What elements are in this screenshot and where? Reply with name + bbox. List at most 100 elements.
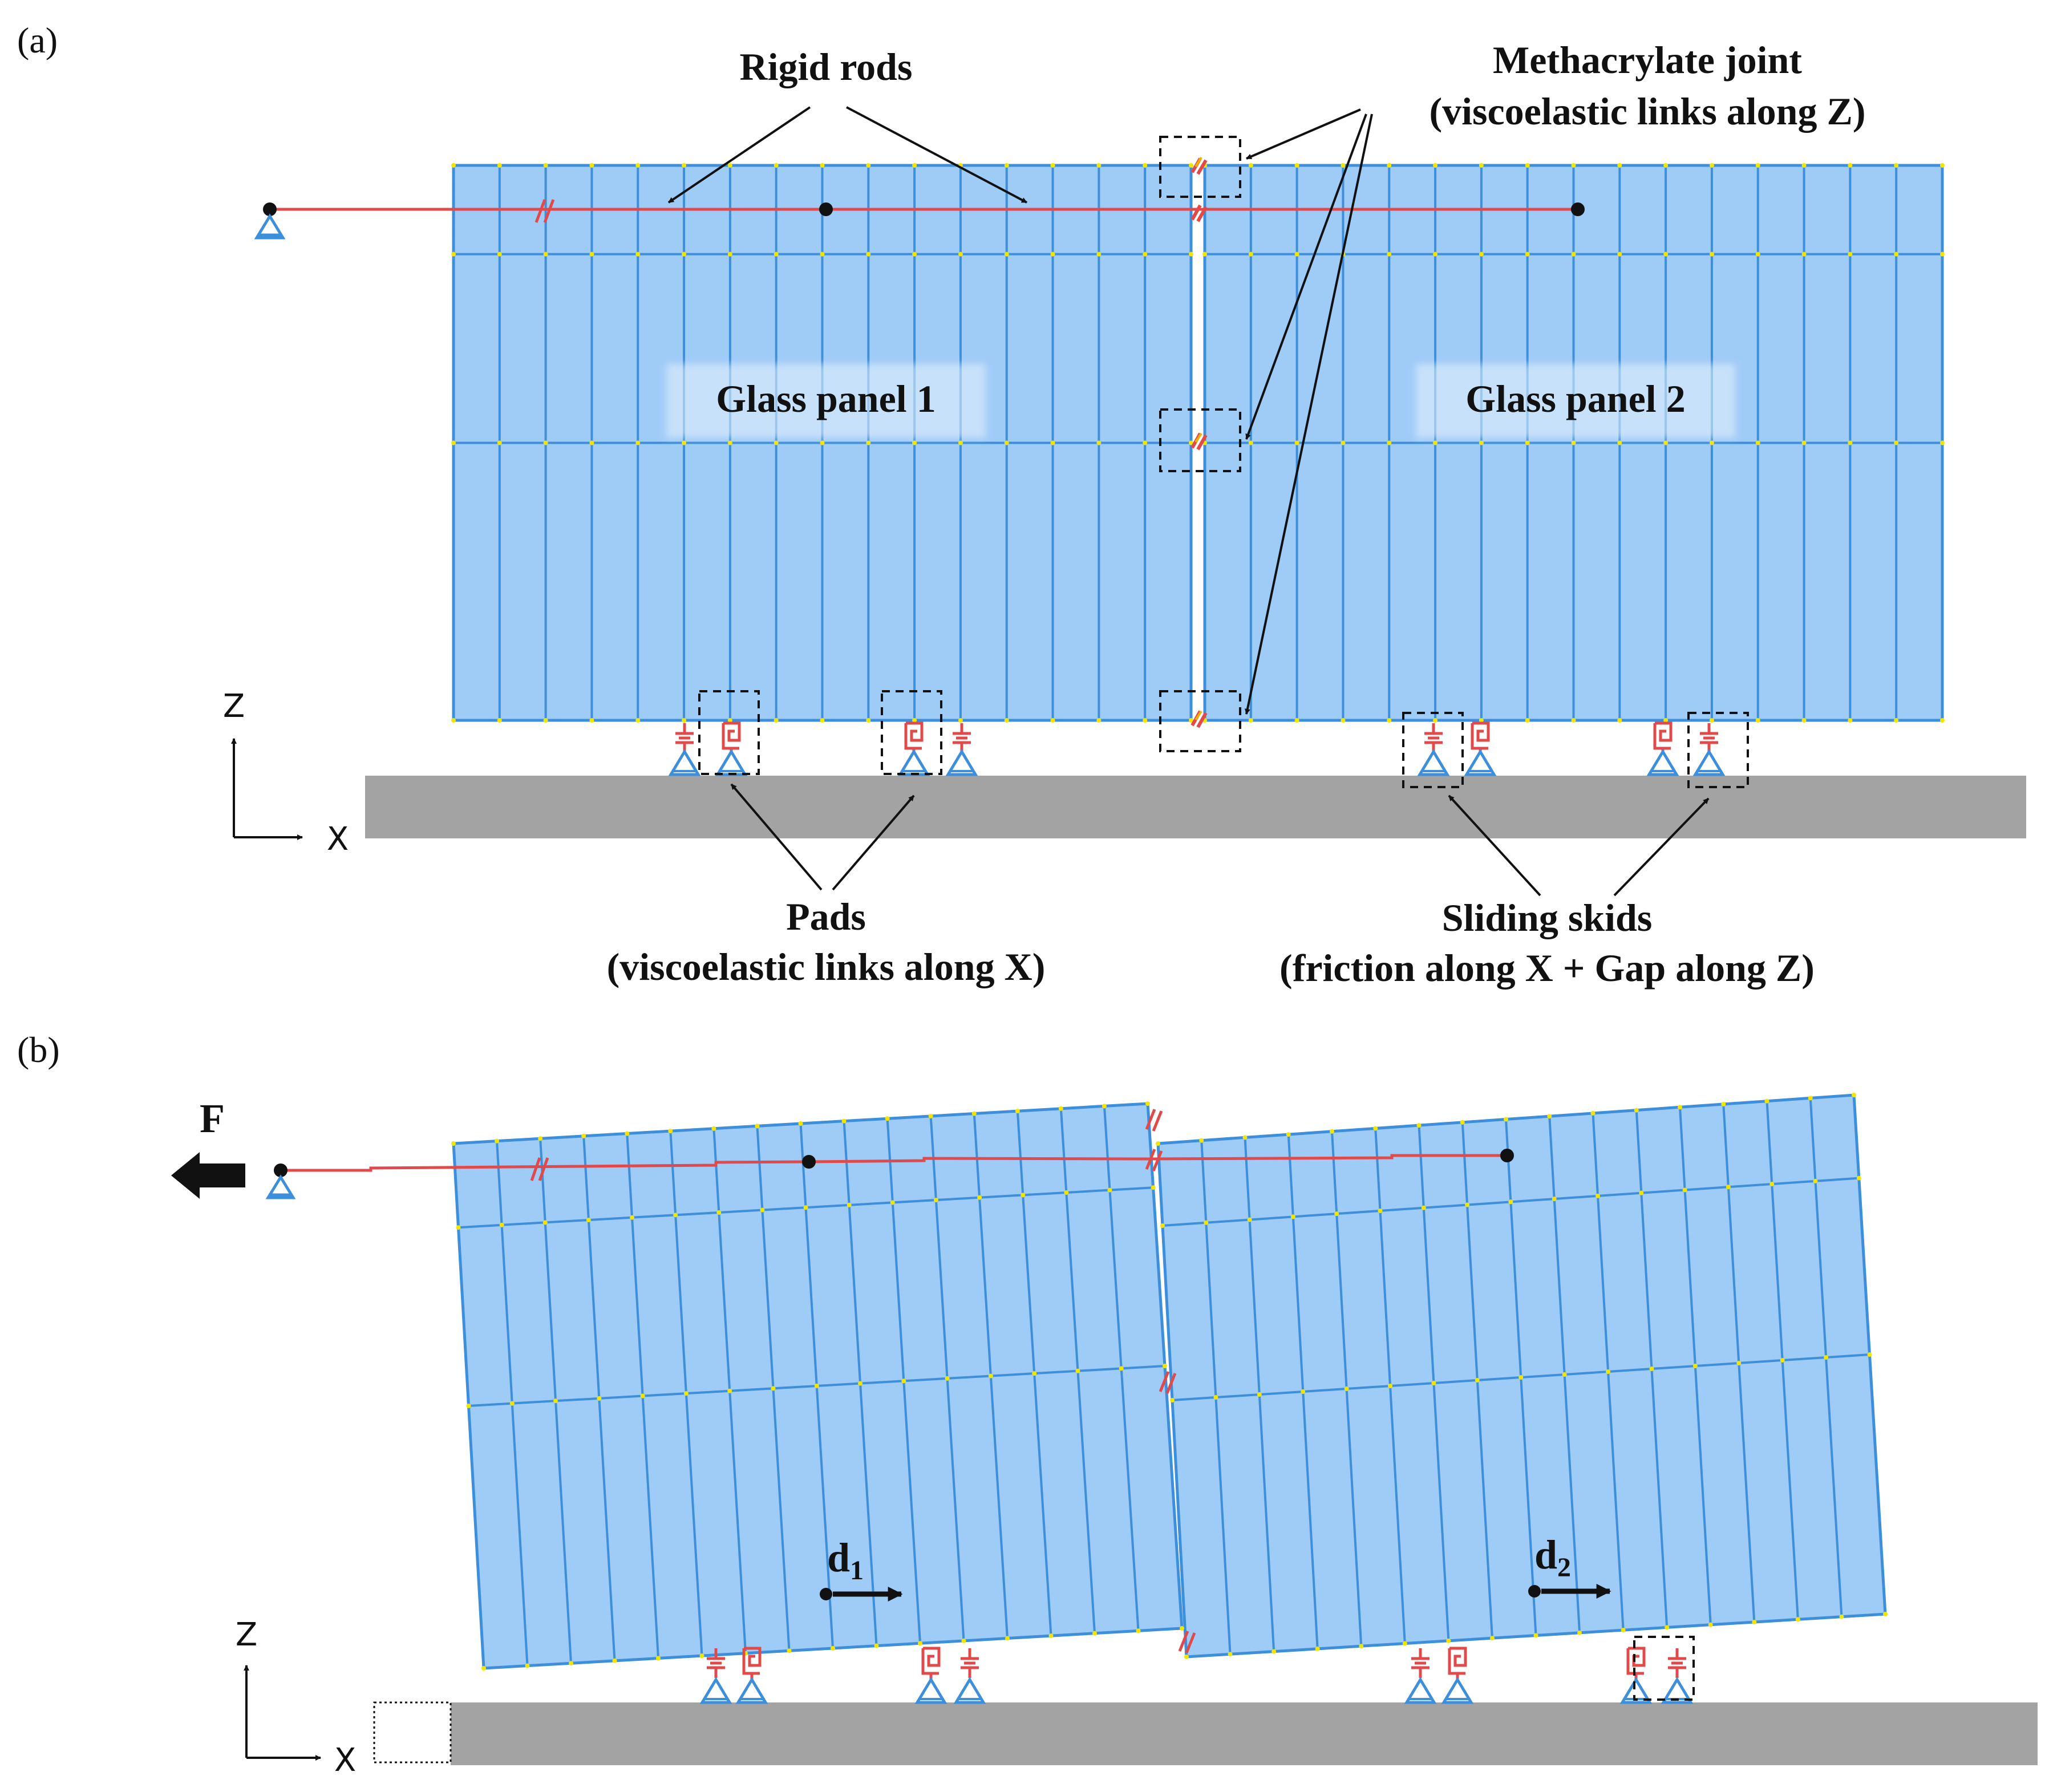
mesh-node [885, 1116, 890, 1121]
rigid-rod-a [263, 199, 1585, 223]
mesh-node [1378, 1208, 1383, 1213]
mesh-node [1894, 440, 1899, 445]
mesh-node [971, 1111, 977, 1116]
mesh-node [890, 1200, 895, 1205]
mesh-node [918, 1641, 922, 1646]
mesh-node [1479, 718, 1484, 723]
mesh-node [1005, 1636, 1010, 1641]
force-label: F [200, 1096, 225, 1141]
mesh-node [1848, 718, 1853, 723]
hinge-support-icon [1464, 749, 1497, 776]
mesh-node [625, 1131, 630, 1136]
mesh-node [635, 718, 641, 723]
pad-boxes-a [698, 690, 1749, 788]
mesh-node [466, 1404, 471, 1408]
mesh-node [1709, 440, 1714, 445]
mesh-node [912, 252, 917, 257]
mesh-node [456, 1225, 461, 1230]
hinge-support-icon [265, 1174, 296, 1199]
mesh-node [1824, 1355, 1829, 1360]
mesh-node [1096, 163, 1102, 168]
mesh-node [1294, 718, 1299, 723]
mesh-node [1145, 1101, 1150, 1106]
mesh-node [1294, 252, 1299, 257]
mesh-node [640, 1393, 645, 1398]
hinge-support-icon [254, 213, 286, 240]
mesh-node [1813, 1178, 1818, 1183]
mesh-node [901, 1379, 906, 1384]
panel-b-tag: (b) [17, 1029, 60, 1070]
mesh-node [1617, 718, 1622, 723]
hinge-support-icon [945, 749, 978, 776]
mesh-node [803, 1205, 808, 1210]
supports-b [699, 1647, 1694, 1704]
mesh-node [1606, 1369, 1611, 1374]
mesh-node [1301, 1389, 1306, 1394]
mesh-node [1330, 1129, 1334, 1134]
joint-links [1159, 136, 1241, 752]
mesh-node [1433, 252, 1438, 257]
mesh-node [774, 163, 779, 168]
mesh-node [1160, 1223, 1165, 1228]
mesh-node [1617, 163, 1622, 168]
mesh-node [1709, 252, 1714, 257]
skid-link-icon [675, 723, 694, 753]
mesh-node [630, 1215, 635, 1220]
mesh-node [1692, 1364, 1698, 1368]
glass-panel-1-label: Glass panel 1 [716, 377, 936, 420]
mesh-node [1508, 1199, 1513, 1205]
mesh-node [1102, 1104, 1107, 1109]
mesh-node [509, 1401, 515, 1406]
mesh-node [682, 252, 687, 257]
mesh-node [1096, 718, 1102, 723]
mesh-node [1571, 252, 1576, 257]
mesh-node [912, 163, 917, 168]
skid-link-icon [1700, 723, 1718, 753]
mesh-node [1709, 718, 1714, 723]
mesh-node [1446, 1638, 1451, 1643]
mesh-node [1048, 1633, 1054, 1639]
mesh-node [1479, 440, 1484, 445]
rigid-rods-arrows [667, 106, 1027, 204]
mesh-node [1678, 1105, 1682, 1110]
joint-subtitle: (viscoelastic links along Z) [1429, 90, 1865, 133]
axes-a: Z X [223, 688, 349, 858]
mesh-node [1021, 1193, 1026, 1198]
mesh-node [1334, 1211, 1339, 1217]
mesh-node [1032, 1371, 1037, 1376]
hinge-support-icon [1441, 1677, 1474, 1704]
mesh-node [495, 1138, 500, 1144]
mesh-node [727, 440, 732, 445]
mesh-node [1649, 1367, 1654, 1371]
mesh-node [1795, 1617, 1800, 1622]
mesh-node [866, 440, 871, 445]
mesh-node [1848, 440, 1853, 445]
mesh-node [1801, 440, 1807, 445]
pad-link-icon [1448, 1647, 1467, 1679]
mesh-node [1247, 1217, 1252, 1222]
mesh-node [542, 1220, 548, 1225]
mesh-node [1755, 252, 1760, 257]
mesh-node [1050, 252, 1055, 257]
mesh-node [543, 163, 548, 168]
hinge-support-icon [1661, 1677, 1694, 1704]
skid-box-b [1633, 1636, 1695, 1701]
mesh-node [1755, 718, 1760, 723]
mesh-node [569, 1661, 573, 1666]
mesh-node [1163, 1364, 1167, 1368]
mesh-node [755, 1124, 760, 1129]
mesh-node [866, 252, 871, 257]
mesh-node [1808, 1096, 1813, 1101]
mesh-node [858, 1381, 863, 1386]
supports-a [668, 721, 1726, 776]
pads-subtitle: (viscoelastic links along X) [607, 945, 1046, 988]
mesh-node [1848, 163, 1853, 168]
mesh-node [1894, 163, 1899, 168]
rigid-rod-b [274, 1109, 1514, 1653]
mesh-node [1092, 1631, 1097, 1636]
mesh-node [1004, 718, 1009, 723]
mesh-node [589, 252, 594, 257]
hinge-support-icon [668, 749, 701, 776]
mesh-node [727, 1388, 732, 1393]
